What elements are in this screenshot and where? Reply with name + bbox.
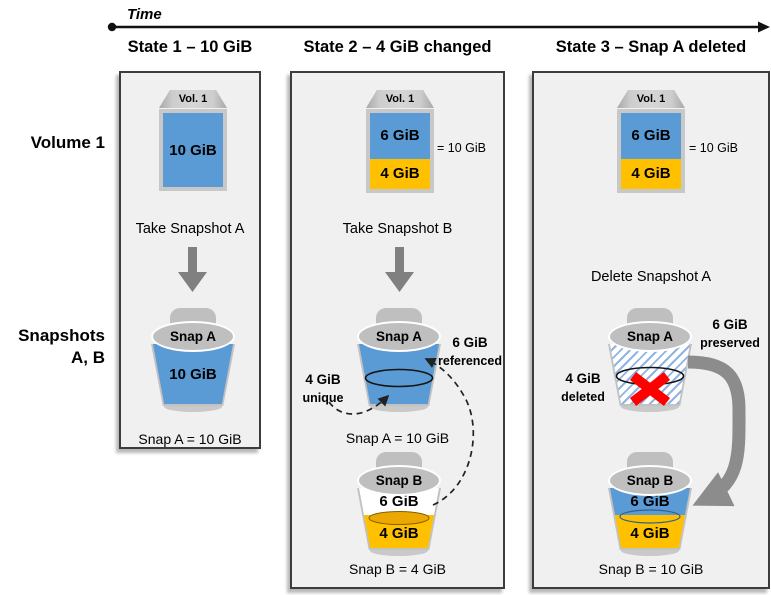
state3-volume-icon: Vol. 1 6 GiB 4 GiB	[617, 90, 685, 193]
state2-volume-unchanged: 6 GiB	[370, 113, 430, 159]
row-label-snapshots-line2: A, B	[71, 348, 105, 367]
state2-action-text: Take Snapshot B	[342, 221, 453, 237]
state2-referenced-label: 6 GiB referenced	[434, 333, 506, 371]
state2-unique-label: 4 GiB unique	[292, 370, 354, 408]
state1-volume-size: 10 GiB	[163, 113, 223, 187]
unique-size: 4 GiB	[305, 372, 341, 387]
state3-snap-b-icon: Snap B 6 GiB 4 GiB	[608, 452, 692, 556]
deleted-hatch-pattern	[610, 344, 690, 404]
unique-caption: unique	[302, 391, 344, 405]
bucket-base	[370, 545, 428, 556]
bucket-base	[370, 401, 428, 412]
state3-snap-a-title: Snap A	[608, 321, 692, 352]
time-axis-label: Time	[127, 6, 162, 23]
state2-snap-b-title: Snap B	[357, 465, 441, 496]
state3-action-text: Delete Snapshot A	[590, 269, 712, 285]
state1-action-text: Take Snapshot A	[135, 221, 245, 237]
state1-header: State 1 – 10 GiB	[127, 38, 253, 56]
row-label-volume: Volume 1	[30, 133, 105, 152]
state3-volume-cap: Vol. 1	[617, 90, 685, 108]
state3-volume-unchanged: 6 GiB	[621, 113, 681, 159]
state3-volume-changed: 4 GiB	[621, 158, 681, 189]
bucket-base	[621, 545, 679, 556]
state2-header: State 2 – 4 GiB changed	[303, 38, 492, 56]
row-label-snapshots-line1: Snapshots	[18, 326, 105, 345]
state3-snap-b-title: Snap B	[608, 465, 692, 496]
deleted-size: 4 GiB	[565, 371, 601, 386]
state1-volume-icon: Vol. 1 10 GiB	[159, 90, 227, 191]
bucket-base	[621, 401, 679, 412]
time-axis-arrow	[107, 21, 770, 33]
state2-volume-icon: Vol. 1 6 GiB 4 GiB	[366, 90, 434, 193]
state1-volume-cap: Vol. 1	[159, 90, 227, 108]
state2-volume-total: = 10 GiB	[437, 141, 486, 155]
state2-snap-b-caption: Snap B = 4 GiB	[349, 561, 446, 577]
state2-snap-a-title: Snap A	[357, 321, 441, 352]
state1-snap-a-icon: Snap A 10 GiB	[151, 308, 235, 412]
bucket-base	[164, 401, 222, 412]
state1-snap-a-title: Snap A	[151, 321, 235, 352]
state2-snap-a-caption: Snap A = 10 GiB	[345, 430, 450, 446]
referenced-size: 6 GiB	[452, 335, 488, 350]
state3-deleted-label: 4 GiB deleted	[552, 369, 614, 407]
state3-snap-b-unique: 4 GiB	[610, 515, 690, 548]
state2-volume-changed: 4 GiB	[370, 158, 430, 189]
row-label-snapshots: Snapshots A, B	[5, 325, 105, 369]
referenced-caption: referenced	[438, 354, 502, 368]
state3-header: State 3 – Snap A deleted	[555, 38, 747, 56]
state3-snap-a-icon: Snap A	[608, 308, 692, 412]
deleted-caption: deleted	[561, 390, 605, 404]
state2-snap-b-icon: Snap B 6 GiB 4 GiB	[357, 452, 441, 556]
state2-volume-cap: Vol. 1	[366, 90, 434, 108]
state3-snap-b-caption: Snap B = 10 GiB	[598, 561, 704, 577]
state1-snap-a-caption: Snap A = 10 GiB	[138, 431, 242, 447]
preserved-size: 6 GiB	[712, 317, 748, 332]
state2-snap-b-unique: 4 GiB	[359, 515, 439, 548]
state3-preserved-label: 6 GiB preserved	[698, 315, 762, 353]
state3-volume-total: = 10 GiB	[689, 141, 738, 155]
state1-snap-a-size: 10 GiB	[169, 365, 217, 383]
preserved-caption: preserved	[700, 336, 760, 350]
state2-snap-a-icon: Snap A	[357, 308, 441, 412]
